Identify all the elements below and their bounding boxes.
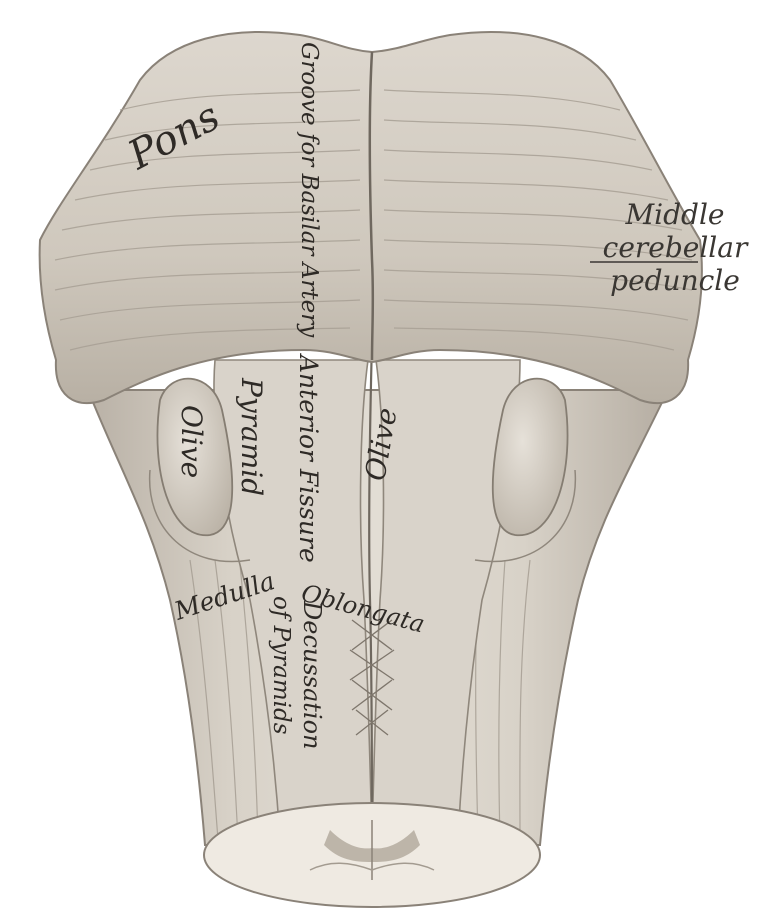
peduncle-line-2: cerebellar [602, 231, 748, 264]
olive-left-shape [148, 377, 251, 563]
label-pyramid: Pyramid [235, 377, 268, 496]
label-groove-basilar-artery: Groove for Basilar Artery [296, 42, 322, 338]
spinal-cord-section [203, 802, 541, 908]
peduncle-line-1: Middle [625, 198, 725, 231]
label-anterior-fissure: Anterior Fissure [294, 353, 323, 563]
pons-striations [54, 89, 693, 351]
olive-right-shape [474, 377, 577, 563]
label-of-pyramids: of Pyramids [268, 596, 294, 735]
peduncle-line-3: peduncle [610, 264, 740, 297]
decussation-crossings [349, 619, 395, 736]
basilar-groove [368, 51, 375, 361]
label-middle-cerebellar-peduncle: Middle cerebellar peduncle [586, 198, 764, 297]
label-olive-left: Olive [175, 405, 208, 478]
label-decussation: Decussation [298, 600, 326, 750]
anterior-fissure-line [368, 339, 374, 841]
